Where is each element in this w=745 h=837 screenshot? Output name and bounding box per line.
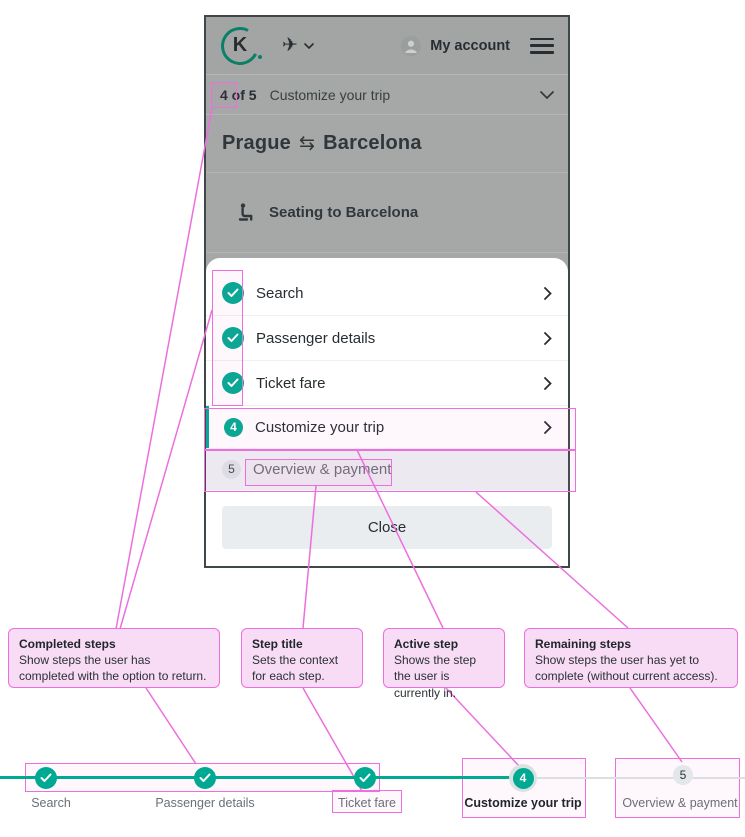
avatar-icon [401, 35, 422, 56]
note-title: Completed steps [19, 637, 116, 651]
close-button[interactable]: Close [222, 506, 552, 549]
progress-count: 4 of 5 [220, 86, 257, 103]
stepper-upcoming-circle: 5 [673, 765, 693, 785]
steps-sheet: Search Passenger details Ticket fare [206, 258, 568, 566]
check-circle-icon [222, 327, 244, 349]
note-title: Step title [252, 637, 303, 651]
hamburger-menu-icon[interactable] [530, 37, 554, 54]
airplane-icon: ✈ [282, 35, 298, 56]
chevron-right-icon [544, 331, 552, 345]
note-remaining-steps: Remaining steps Show steps the user has … [524, 628, 738, 688]
stepper-label-ticket-fare: Ticket fare [338, 796, 396, 810]
phone-mockup: K ✈ My account 4 of 5 Customize your tri… [204, 15, 570, 568]
kiwi-logo-dot-icon [258, 54, 262, 59]
swap-arrows-icon: ⇆ [299, 133, 316, 154]
step-label: Passenger details [256, 329, 376, 347]
my-account-label: My account [430, 37, 510, 54]
note-title: Remaining steps [535, 637, 632, 651]
note-body: Shows the step the user is currently in. [394, 653, 477, 700]
stepper-label-overview: Overview & payment [622, 796, 738, 810]
seating-context-label: Seating to Barcelona [269, 204, 419, 221]
step-row-search[interactable]: Search [206, 271, 568, 316]
product-selector[interactable]: ✈ [282, 36, 314, 55]
step-number-badge: 5 [222, 459, 241, 479]
app-header: K ✈ My account [206, 17, 568, 75]
step-row-passenger-details[interactable]: Passenger details [206, 316, 568, 361]
progress-step-title: Customize your trip [269, 86, 391, 103]
step-label: Ticket fare [256, 374, 326, 392]
note-body: Show steps the user has yet to complete … [535, 653, 718, 684]
stepper-label-passenger-details: Passenger details [155, 796, 255, 810]
step-label: Search [256, 284, 304, 302]
stepper-check-circle-icon [35, 767, 57, 789]
step-row-customize-active[interactable]: 4 Customize your trip [206, 406, 568, 448]
note-step-title: Step title Sets the context for each ste… [241, 628, 363, 688]
chevron-right-icon [544, 420, 552, 434]
step-row-overview-remaining: 5 Overview & payment [206, 448, 568, 490]
stepper-track-completed [0, 776, 523, 779]
note-body: Sets the context for each step. [252, 653, 339, 684]
step-number-badge: 4 [224, 417, 243, 437]
seat-icon [238, 203, 253, 221]
trip-title: Prague ⇆ Barcelona [206, 115, 568, 172]
chevron-right-icon [544, 286, 552, 300]
step-row-ticket-fare[interactable]: Ticket fare [206, 361, 568, 406]
note-body: Show steps the user has completed with t… [19, 653, 207, 684]
stepper-active-circle: 4 [509, 764, 537, 792]
chevron-down-icon [540, 90, 554, 99]
note-completed-steps: Completed steps Show steps the user has … [8, 628, 220, 688]
stepper-upcoming-number: 5 [679, 768, 687, 782]
stepper-check-circle-icon [354, 767, 376, 789]
trip-origin: Prague [222, 132, 292, 154]
trip-destination: Barcelona [323, 132, 422, 154]
stepper-label-search: Search [31, 796, 71, 810]
stepper-active-number: 4 [512, 767, 534, 789]
stepper-track-upcoming [523, 776, 745, 779]
my-account-button[interactable]: My account [400, 35, 510, 57]
check-circle-icon [222, 372, 244, 394]
kiwi-logo-letter: K [232, 34, 248, 56]
step-label: Customize your trip [255, 418, 385, 436]
step-label: Overview & payment [253, 460, 392, 478]
progress-collapsed-bar[interactable]: 4 of 5 Customize your trip [206, 75, 568, 115]
stepper-check-circle-icon [194, 767, 216, 789]
check-circle-icon [222, 282, 244, 304]
kiwi-logo[interactable]: K [216, 21, 264, 70]
note-active-step: Active step Shows the step the user is c… [383, 628, 505, 700]
seating-context-row: Seating to Barcelona [206, 172, 568, 253]
note-title: Active step [394, 637, 459, 651]
chevron-right-icon [544, 376, 552, 390]
stepper-label-customize: Customize your trip [464, 796, 582, 810]
chevron-down-icon [304, 42, 314, 49]
